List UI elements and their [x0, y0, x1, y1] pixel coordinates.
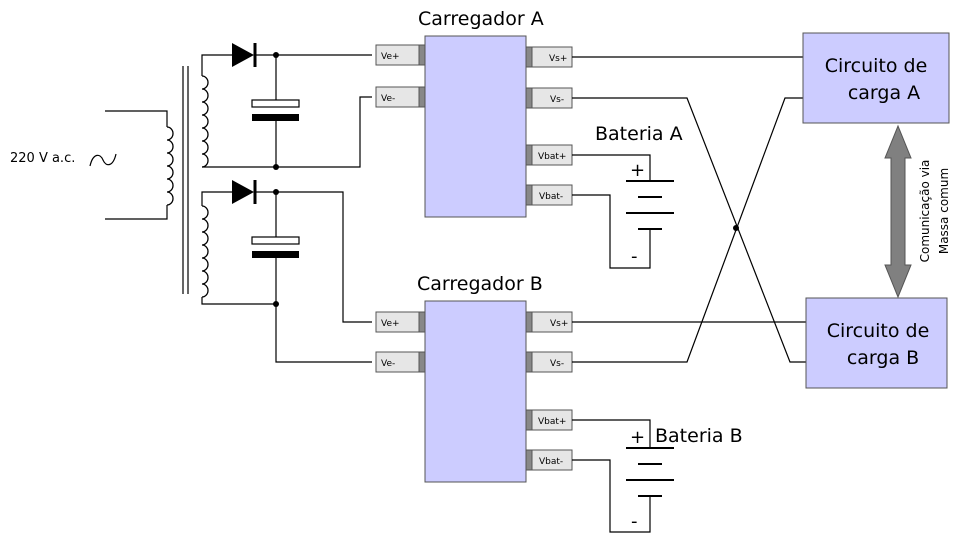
battery-a-label: Bateria A [595, 123, 683, 145]
pin-label: Vbat- [539, 457, 563, 467]
pin-label: Ve- [381, 94, 395, 104]
charger-b-title: Carregador B [417, 273, 543, 295]
secondary-coil-b [201, 205, 209, 298]
charger-a-pin-ve-plus: Ve+ [375, 44, 426, 66]
load-a-box [802, 32, 950, 124]
primary-wire-bottom [105, 205, 168, 220]
battery-b: Bateria B + - [572, 419, 743, 533]
charger-a-title: Carregador A [418, 8, 544, 30]
charger-a-box [424, 35, 527, 218]
wire [572, 194, 651, 269]
load-b-line1: Circuito de [827, 320, 930, 342]
double-arrow-icon [884, 124, 912, 299]
junction-dot [273, 164, 279, 170]
pin-label: Vbat+ [538, 152, 566, 162]
rectifier-a [201, 43, 372, 170]
wire [572, 419, 651, 448]
pin-label: Vbat+ [538, 417, 566, 427]
battery-a-plus: + [630, 160, 645, 181]
charger-a: Carregador A Ve+ Ve- Vs+ Vs- Vbat+ [375, 8, 573, 218]
pin-label: Ve- [381, 359, 395, 369]
rectifier-b [201, 180, 372, 363]
charger-b-pin-ve-plus: Ve+ [375, 311, 426, 333]
capacitor-a-plate-positive [251, 99, 300, 108]
diode-b-icon [232, 180, 254, 204]
charger-a-pin-vbat-minus: Vbat- [525, 184, 573, 206]
charger-b-pin-vs-minus: Vs- [525, 351, 573, 373]
battery-b-minus: - [631, 511, 638, 532]
common-ground-junction [733, 225, 739, 231]
load-circuit-a: Circuito de carga A [802, 32, 950, 124]
charger-b: Carregador B Ve+ Ve- Vs+ Vs- Vbat+ [375, 273, 573, 483]
pin-label: Vs- [550, 359, 564, 369]
pin-label: Vbat- [539, 192, 563, 202]
charger-b-box [424, 300, 527, 483]
battery-b-plus: + [630, 427, 645, 448]
pin-label: Vs- [550, 95, 564, 105]
wire [202, 96, 372, 168]
ac-sine-icon [89, 153, 117, 167]
charger-a-pin-ve-minus: Ve- [375, 86, 426, 108]
wire [255, 191, 372, 323]
ac-source-label: 220 V a.c. [10, 151, 75, 166]
charger-b-pin-vs-plus: Vs+ [525, 311, 573, 333]
pin-label: Vs+ [550, 319, 568, 329]
load-circuit-b: Circuito de carga B [805, 297, 948, 389]
battery-b-label: Bateria B [655, 425, 743, 447]
ac-source: 220 V a.c. [10, 110, 168, 220]
primary-coil [166, 126, 174, 206]
capacitor-b-plate-negative [252, 251, 299, 258]
wire [201, 191, 232, 206]
capacitor-a-plate-negative [252, 114, 299, 121]
wire [572, 459, 651, 533]
wire [201, 297, 276, 305]
battery-a-minus: - [631, 246, 638, 267]
diode-a-icon [232, 43, 254, 67]
load-b-box [805, 297, 948, 389]
charger-b-pin-vbat-minus: Vbat- [525, 449, 573, 471]
charger-a-pin-vs-minus: Vs- [525, 87, 573, 109]
secondary-coil-a [201, 75, 209, 168]
communication-link: Comunicação via Massa comum [884, 124, 951, 299]
capacitor-b-plate-positive [251, 236, 300, 245]
wire-vs-minus-a [572, 97, 806, 363]
junction-dot [273, 301, 279, 307]
load-b-line2: carga B [847, 347, 919, 369]
wire [275, 304, 372, 363]
charger-b-pin-vbat-plus: Vbat+ [525, 409, 573, 431]
load-a-line2: carga A [848, 82, 920, 104]
junction-dot [273, 52, 279, 58]
battery-a: Bateria A + - [572, 123, 683, 269]
charger-a-pin-vs-plus: Vs+ [525, 46, 573, 68]
charger-b-pin-ve-minus: Ve- [375, 351, 426, 373]
wire [572, 154, 651, 180]
output-wiring [572, 56, 806, 363]
load-a-line1: Circuito de [825, 55, 928, 77]
pin-label: Ve+ [381, 319, 400, 329]
wire [201, 54, 232, 76]
junction-dot [273, 189, 279, 195]
transformer [166, 66, 209, 298]
communication-label-line2: Massa comum [937, 168, 951, 254]
pin-label: Ve+ [381, 52, 400, 62]
pin-label: Vs+ [549, 54, 567, 64]
charger-a-pin-vbat-plus: Vbat+ [525, 144, 573, 166]
primary-wire-top [105, 110, 168, 127]
communication-label-line1: Comunicação via [918, 160, 932, 263]
